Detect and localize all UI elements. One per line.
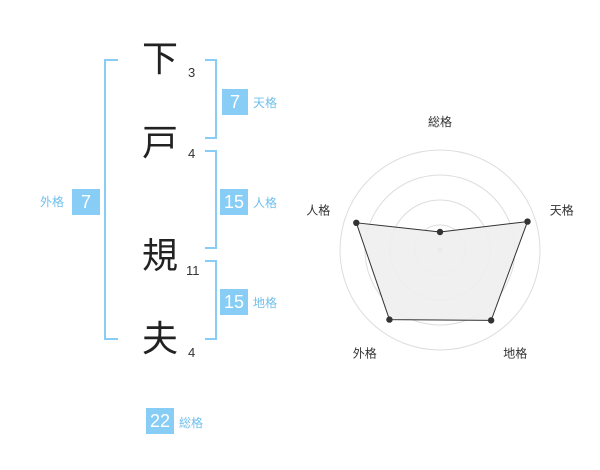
gaikaku-value: 7: [72, 189, 100, 215]
gaikaku-label: 外格: [40, 195, 65, 209]
jinkaku-bracket: [205, 150, 217, 249]
jinkaku-label: 人格: [253, 196, 278, 210]
radar-axis-label-4: 外格: [353, 346, 377, 361]
radar-point-2: [524, 218, 531, 225]
soukaku-label: 総格: [179, 416, 204, 430]
tenkaku-value: 7: [222, 89, 248, 115]
radar-area: [355, 220, 529, 321]
jinkaku-value: 15: [220, 189, 248, 215]
radar-axis-label-3: 地格: [503, 346, 527, 361]
radar-axis-label-1: 総格: [428, 114, 452, 129]
stroke-count-1: 3: [188, 65, 196, 80]
radar-points: [353, 218, 531, 324]
name-char-3: 規: [141, 236, 178, 277]
radar-axis-label-2: 天格: [550, 202, 574, 217]
name-char-4: 夫: [141, 319, 178, 360]
soukaku-value: 22: [146, 408, 174, 434]
gaikaku-bracket: [104, 59, 118, 340]
tenkaku-bracket: [205, 59, 217, 139]
stroke-count-4: 4: [188, 345, 196, 360]
radar-point-1: [436, 228, 444, 236]
radar-point-5: [353, 219, 360, 227]
radar-point-4: [386, 316, 393, 323]
radar-point-3: [487, 317, 495, 324]
stroke-count-3: 11: [186, 263, 200, 278]
name-char-1: 下: [141, 39, 178, 80]
radar-ring: [339, 149, 541, 351]
name-char-2: 戸: [141, 123, 178, 164]
chikaku-value: 15: [220, 289, 248, 315]
chikaku-bracket: [205, 260, 217, 340]
stroke-count-2: 4: [188, 146, 196, 161]
chikaku-label: 地格: [253, 296, 278, 310]
tenkaku-label: 天格: [253, 96, 278, 110]
radar-axis-label-5: 人格: [306, 202, 330, 217]
